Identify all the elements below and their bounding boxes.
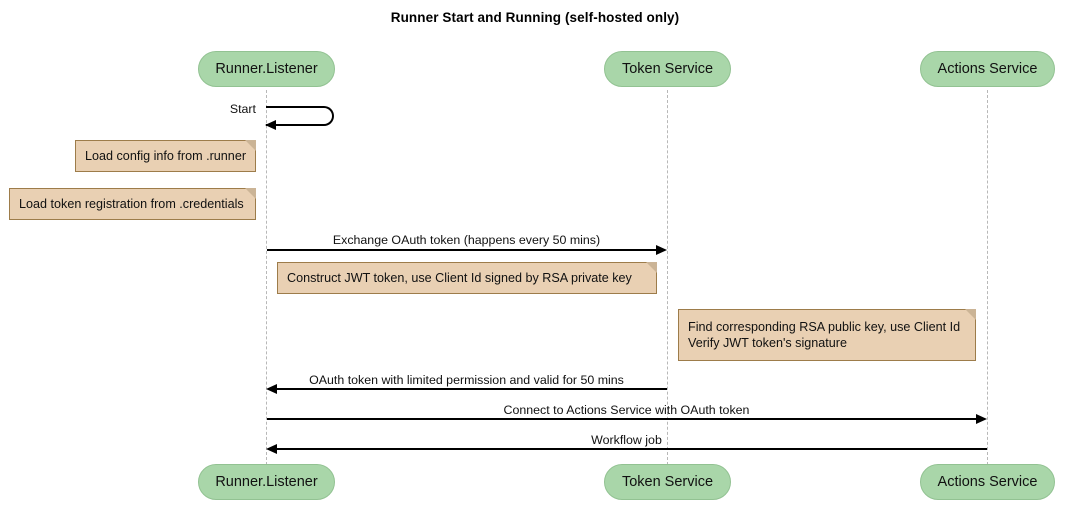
message-arrowhead-connect-actions-service	[976, 414, 987, 424]
note-construct-jwt: Construct JWT token, use Client Id signe…	[277, 262, 657, 294]
note-fold-icon	[245, 188, 256, 199]
participant-runner-listener-bottom[interactable]: Runner.Listener	[198, 464, 335, 500]
participant-label: Actions Service	[937, 474, 1038, 490]
lifeline-actions-service	[987, 90, 988, 465]
page-title: Runner Start and Running (self-hosted on…	[390, 10, 680, 25]
participant-token-service-top[interactable]: Token Service	[604, 51, 731, 87]
participant-label: Token Service	[621, 61, 714, 77]
note-text: Construct JWT token, use Client Id signe…	[287, 271, 632, 285]
message-start-self-loop	[266, 106, 334, 126]
message-line-workflow-job	[277, 448, 987, 450]
message-arrowhead-exchange-oauth-token	[656, 245, 667, 255]
lifeline-runner-listener	[266, 90, 267, 465]
note-fold-icon	[646, 262, 657, 273]
note-text: Load config info from .runner	[85, 149, 247, 163]
note-verify-jwt: Find corresponding RSA public key, use C…	[678, 309, 976, 361]
note-fold-icon	[965, 309, 976, 320]
note-text: Load token registration from .credential…	[19, 197, 244, 211]
participant-label: Actions Service	[937, 61, 1038, 77]
message-line-exchange-oauth-token	[267, 249, 656, 251]
participant-label: Token Service	[621, 474, 714, 490]
note-text: Find corresponding RSA public key, use C…	[688, 320, 961, 350]
participant-actions-service-bottom[interactable]: Actions Service	[920, 464, 1055, 500]
message-label-connect-actions-service: Connect to Actions Service with OAuth to…	[503, 403, 750, 417]
participant-runner-listener-top[interactable]: Runner.Listener	[198, 51, 335, 87]
message-label-oauth-token-reply: OAuth token with limited permission and …	[309, 373, 624, 387]
message-label-start: Start	[229, 102, 256, 116]
lifeline-token-service	[667, 90, 668, 465]
participant-label: Runner.Listener	[215, 474, 318, 490]
note-load-config: Load config info from .runner	[75, 140, 256, 172]
message-line-connect-actions-service	[267, 418, 976, 420]
message-arrowhead-oauth-token-reply	[266, 384, 277, 394]
message-label-exchange-oauth-token: Exchange OAuth token (happens every 50 m…	[332, 233, 601, 247]
note-fold-icon	[245, 140, 256, 151]
message-start-arrowhead	[265, 120, 276, 130]
participant-token-service-bottom[interactable]: Token Service	[604, 464, 731, 500]
message-label-workflow-job: Workflow job	[591, 433, 662, 447]
note-load-token-registration: Load token registration from .credential…	[9, 188, 256, 220]
participant-actions-service-top[interactable]: Actions Service	[920, 51, 1055, 87]
message-arrowhead-workflow-job	[266, 444, 277, 454]
message-line-oauth-token-reply	[277, 388, 667, 390]
participant-label: Runner.Listener	[215, 61, 318, 77]
